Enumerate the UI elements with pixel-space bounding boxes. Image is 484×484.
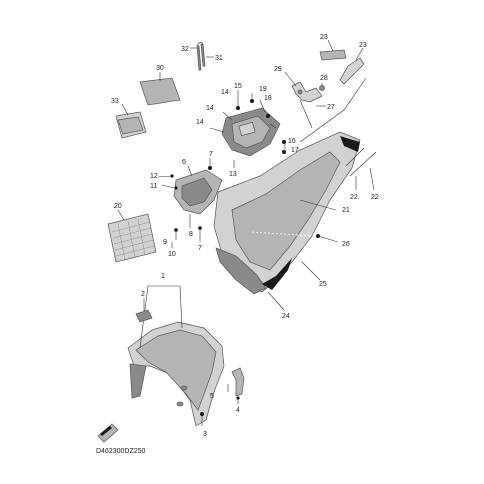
- callout-10: 10: [168, 251, 176, 258]
- part-33-pad: [115, 103, 147, 139]
- callout-28: 28: [320, 75, 328, 82]
- callout-33: 33: [111, 98, 119, 105]
- callout-21: 21: [342, 207, 350, 214]
- part-13-box: [209, 90, 286, 168]
- callout-4: 4: [236, 407, 240, 414]
- part-30-pad: [139, 72, 181, 106]
- callout-7b: 7: [198, 245, 202, 252]
- callout-29: 29: [274, 66, 282, 73]
- callout-6: 6: [182, 159, 186, 166]
- callout-18: 18: [264, 95, 272, 102]
- callout-5: 5: [210, 393, 214, 400]
- callout-12: 12: [150, 173, 158, 180]
- callout-26: 26: [342, 241, 350, 248]
- callout-23a: 23: [320, 34, 328, 41]
- diagram-code: D462300DZ250: [96, 448, 146, 455]
- part-20-grid-cover: [107, 209, 157, 263]
- callout-15: 15: [234, 83, 242, 90]
- part-21-main-fairing: [213, 77, 367, 311]
- callout-9: 9: [163, 239, 167, 246]
- callout-25: 25: [319, 281, 327, 288]
- part-23-strips: [319, 39, 365, 85]
- callout-24: 24: [282, 313, 290, 320]
- callout-32: 32: [181, 46, 189, 53]
- callout-3: 3: [203, 431, 207, 438]
- callout-16: 16: [288, 138, 296, 145]
- callout-17: 17: [291, 147, 299, 154]
- callout-31: 31: [215, 55, 223, 62]
- callout-7a: 7: [209, 151, 213, 158]
- part-16-17-bolts: [282, 140, 286, 154]
- callout-14a: 14: [221, 89, 229, 96]
- callout-22b: 22: [371, 194, 379, 201]
- part-31-32-rods: [190, 42, 214, 71]
- callout-23b: 23: [359, 42, 367, 49]
- part-27-29-bracket: [284, 71, 326, 129]
- part-6-bracket: [157, 158, 223, 248]
- callout-1: 1: [161, 273, 165, 280]
- callout-20: 20: [114, 203, 122, 210]
- callout-11: 11: [150, 183, 157, 190]
- diagram-code-icon: [97, 423, 119, 443]
- part-22-strips: [345, 147, 377, 191]
- callout-8: 8: [189, 231, 193, 238]
- callout-30: 30: [156, 65, 164, 72]
- callout-19: 19: [259, 86, 267, 93]
- callout-22a: 22: [350, 194, 358, 201]
- callout-labels: 1 2 3 4 5 6 7 7 8 9 10 11 12 13 14 14 14…: [111, 34, 379, 438]
- part-1-front-fender: [127, 285, 225, 427]
- callout-2: 2: [141, 291, 145, 298]
- callout-14c: 14: [196, 119, 204, 126]
- callout-13: 13: [229, 171, 237, 178]
- callout-14b: 14: [206, 105, 214, 112]
- part-3-5-fasteners: [200, 367, 245, 426]
- callout-27: 27: [327, 104, 335, 111]
